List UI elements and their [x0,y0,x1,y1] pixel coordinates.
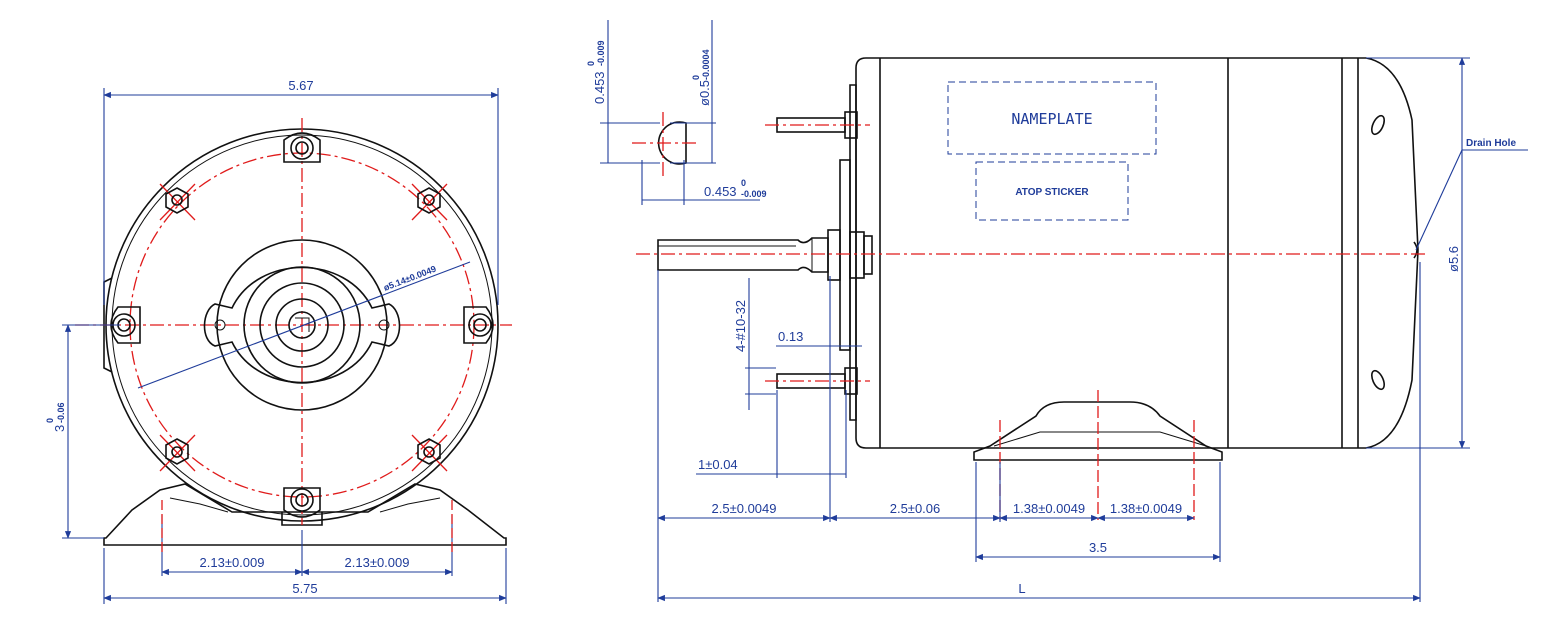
ear-hole-right [378,319,390,331]
dim-foot-a: 1.38±0.0049 [1013,501,1085,516]
motor-housing [855,57,1419,449]
vent-top [1371,114,1385,136]
dim-shaft-key-upper: 0 [586,61,596,66]
mounting-plate [839,159,851,351]
bolt-boss-top [283,132,321,163]
dim-front-width-bottom: 5.75 [292,581,317,596]
dim-shaft-dia-group: ø0.5 0 -0.0004 [691,49,712,106]
hub-mid [259,282,345,368]
dim-overall-length: L [1018,581,1025,596]
front-base-foot-inner [169,497,441,513]
hub-inner [275,298,329,352]
dim-shaft-key-group: 0.453 0 -0.009 [586,40,607,104]
bolt-circle-label: ø5.14±0.0049 [382,264,437,293]
dim-front-height-upper: 0 [45,418,55,423]
atop-sticker-label: ATOP STICKER [1015,187,1089,198]
dim-front-height: 3 [52,425,67,432]
dim-shaft-key: 0.453 [592,71,607,104]
dim-shaft-dia-lower: -0.0004 [701,49,711,80]
dim-foot-right: 2.13±0.009 [345,555,410,570]
dim-flange-thickness: 0.13 [778,329,803,344]
side-base-foot [973,401,1223,461]
dim-shaft-dia-upper: 0 [691,75,701,80]
front-base-foot [103,483,507,546]
hex-nut-top-left [165,187,189,214]
bearing-cap [849,231,865,279]
dim-shaft-key-lower: -0.009 [596,40,606,66]
shaft-section: 0.453 0 -0.009 ø0.5 0 -0.0004 0.453 0 -0… [586,20,767,205]
bearing-housing [216,239,388,411]
dim-shaft-length: 2.5±0.0049 [712,501,777,516]
dim-stud-thread: 4-#10-32 [733,300,748,352]
dim-foot-b: 1.38±0.0049 [1110,501,1182,516]
dim-shaft-flat-lower: -0.009 [741,189,767,199]
front-end-plate [849,84,857,421]
bolt-boss-right [463,306,494,344]
hex-nut-bottom-right [417,438,441,465]
hub-outer [243,266,361,384]
side-base-foot-inner [993,431,1207,447]
dim-body-dia: ø5.6 [1446,246,1461,272]
bolt-cross-marks [159,183,448,472]
dim-front-height-group: 3 0 -0.06 [45,402,67,432]
nameplate-box [947,81,1157,155]
dim-stud-offset: 1±0.04 [698,457,738,472]
atop-sticker-box [975,161,1129,221]
side-view: Drain Hole NAMEPLATE ATOP STICKER 4-#10-… [636,57,1528,602]
shaft-end-flat [295,317,310,332]
bolt-circle-leader [137,261,471,389]
side-shaft [657,237,829,273]
drain-hole-label: Drain Hole [1466,138,1516,149]
dim-shaft-flat: 0.453 [704,184,737,199]
ear-hole-left [214,319,226,331]
dim-foot-left: 2.13±0.009 [200,555,265,570]
dim-foot-span: 3.5 [1089,540,1107,555]
nameplate-label: NAMEPLATE [1011,110,1092,128]
front-view: ø5.14±0.0049 5.67 3 0 -0.06 2.13±0.009 2… [45,78,512,604]
dim-front-height-lower: -0.06 [56,402,66,423]
drain-hole-leader [1415,149,1463,251]
dim-shaft-flat-upper: 0 [741,178,746,188]
shaft-collar [827,229,841,281]
dim-shaft-to-mount: 2.5±0.06 [890,501,941,516]
hex-nut-bottom-left [165,438,189,465]
shaft-end [288,311,316,339]
hex-nut-top-right [417,187,441,214]
dim-front-width-top: 5.67 [288,78,313,93]
bolt-boss-bottom [283,487,321,518]
drain-hole [1413,241,1418,259]
vent-bottom [1371,369,1385,391]
dim-shaft-dia: ø0.5 [697,80,712,106]
bearing-ring [863,235,873,275]
